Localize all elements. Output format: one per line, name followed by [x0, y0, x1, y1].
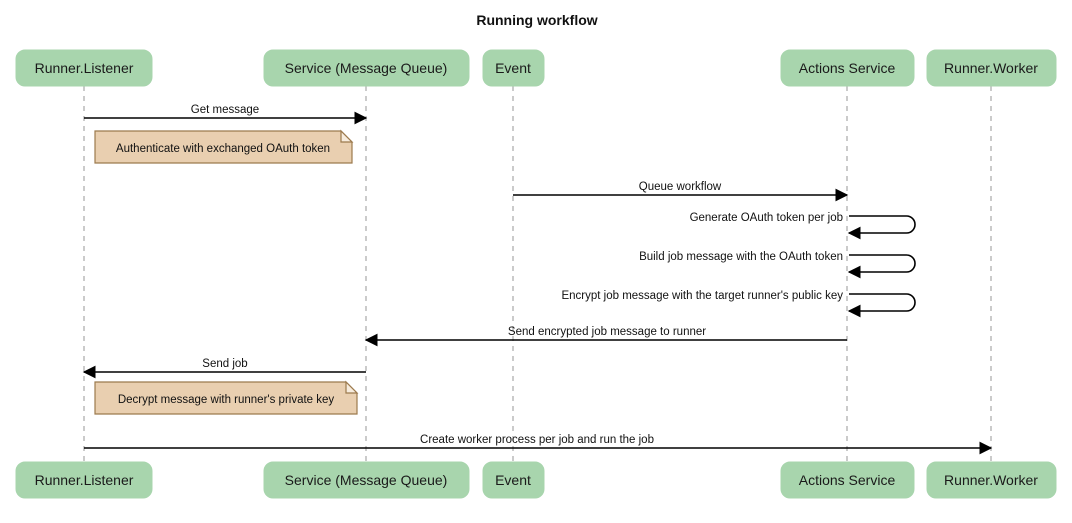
message-label-send-job: Send job — [202, 358, 247, 370]
page-title: Running workflow — [476, 12, 597, 28]
note-fold-corner-decrypt-note — [345, 380, 359, 394]
self-message-arrow-generate-oauth-token — [847, 215, 916, 240]
participant-box-runner-listener — [15, 49, 153, 87]
message-label-queue-workflow: Queue workflow — [639, 181, 722, 193]
participant-footer-service-message-queue[interactable]: Service (Message Queue) — [263, 461, 470, 499]
participant-label-runner-listener: Runner.Listener — [35, 60, 134, 76]
participant-box-service-message-queue — [263, 461, 470, 499]
participant-box-service-message-queue — [263, 49, 470, 87]
participant-label-actions-service: Actions Service — [799, 472, 896, 488]
participant-footer-actions-service[interactable]: Actions Service — [780, 461, 915, 499]
participant-box-event — [482, 461, 545, 499]
notes-layer: Authenticate with exchanged OAuth tokenD… — [94, 129, 359, 415]
participant-label-actions-service: Actions Service — [799, 60, 896, 76]
self-message-arrow-encrypt-job-message — [847, 293, 916, 318]
participant-box-runner-worker — [926, 461, 1057, 499]
participant-box-runner-listener — [15, 461, 153, 499]
participant-header-event[interactable]: Event — [482, 49, 545, 87]
participant-header-actions-service[interactable]: Actions Service — [780, 49, 915, 87]
note-body-authenticate-note — [94, 130, 353, 164]
message-label-get-message: Get message — [191, 104, 259, 116]
note-body-decrypt-note — [94, 381, 358, 415]
participant-header-runner-worker[interactable]: Runner.Worker — [926, 49, 1057, 87]
self-message-label-build-job-message: Build job message with the OAuth token — [639, 251, 843, 263]
participant-box-actions-service — [780, 461, 915, 499]
participant-label-event: Event — [495, 60, 531, 76]
participant-footer-runner-listener[interactable]: Runner.Listener — [15, 461, 153, 499]
note-label-decrypt-note: Decrypt message with runner's private ke… — [118, 394, 335, 406]
lifelines-layer — [83, 86, 992, 462]
participant-header-service-message-queue[interactable]: Service (Message Queue) — [263, 49, 470, 87]
participant-label-event: Event — [495, 472, 531, 488]
participant-label-runner-worker: Runner.Worker — [944, 60, 1038, 76]
participant-box-event — [482, 49, 545, 87]
note-fold-corner-authenticate-note — [340, 129, 354, 143]
message-label-create-worker-process: Create worker process per job and run th… — [420, 434, 654, 446]
message-label-send-encrypted-job-message: Send encrypted job message to runner — [508, 326, 706, 338]
participant-footer-event[interactable]: Event — [482, 461, 545, 499]
participant-footer-runner-worker[interactable]: Runner.Worker — [926, 461, 1057, 499]
participant-label-runner-listener: Runner.Listener — [35, 472, 134, 488]
participant-box-runner-worker — [926, 49, 1057, 87]
participant-header-runner-listener[interactable]: Runner.Listener — [15, 49, 153, 87]
self-message-arrow-build-job-message — [847, 254, 916, 279]
participant-box-actions-service — [780, 49, 915, 87]
participant-label-runner-worker: Runner.Worker — [944, 472, 1038, 488]
participant-label-service-message-queue: Service (Message Queue) — [285, 60, 448, 76]
participant-label-service-message-queue: Service (Message Queue) — [285, 472, 448, 488]
note-label-authenticate-note: Authenticate with exchanged OAuth token — [116, 143, 330, 155]
self-message-label-generate-oauth-token: Generate OAuth token per job — [690, 212, 843, 224]
self-message-label-encrypt-job-message: Encrypt job message with the target runn… — [561, 290, 843, 302]
